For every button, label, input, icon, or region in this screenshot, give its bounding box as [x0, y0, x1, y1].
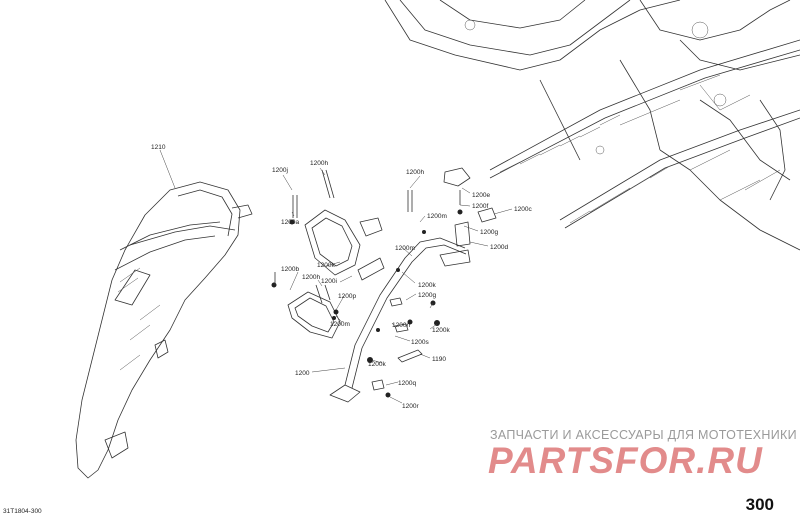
watermark-tagline: ЗАПЧАСТИ И АКСЕССУАРЫ ДЛЯ МОТОТЕХНИКИ — [490, 428, 797, 442]
watermark-logo: PARTSFOR.RU — [488, 440, 763, 481]
callout-1200s: 1200s — [411, 339, 429, 346]
callout-1200k-upper: 1200k — [317, 262, 335, 269]
callout-1200f: 1200f — [472, 203, 488, 210]
callout-1200k-lower: 1200k — [368, 361, 386, 368]
callout-1200b: 1200b — [281, 266, 299, 273]
callout-1200k-mid: 1200k — [432, 327, 450, 334]
callout-1200h-mid: 1200h — [302, 274, 320, 281]
callout-1200: 1200 — [295, 370, 310, 377]
callout-1210: 1210 — [151, 144, 166, 151]
callout-1190: 1190 — [432, 356, 446, 363]
callout-1200q: 1200q — [398, 380, 416, 387]
callout-1200i: 1200i — [321, 278, 337, 285]
callout-1200n: 1200n — [392, 322, 410, 329]
gun-rack-bracket — [271, 167, 513, 404]
callout-1200m-top: 1200m — [427, 213, 447, 220]
callout-1200a: 1200a — [281, 219, 299, 226]
callout-1200m-mid: 1200m — [395, 245, 415, 252]
callout-1200g-mid: 1200g — [418, 292, 436, 299]
callout-1200e: 1200e — [472, 192, 490, 199]
page-number: 300 — [745, 495, 774, 514]
callout-1200k-right: 1200k — [418, 282, 436, 289]
callout-1200h-right: 1200h — [406, 169, 424, 176]
callout-1200r: 1200r — [402, 403, 419, 410]
callout-1200j: 1200j — [272, 167, 288, 174]
callout-1200g-right: 1200g — [480, 229, 498, 236]
callout-1200h-top: 1200h — [310, 160, 328, 167]
callout-labels: 1210 1200j 1200h 1200a 1200b 1200h 1200k… — [151, 144, 532, 410]
document-code: 31T1804-300 — [3, 508, 42, 515]
rifle-case — [75, 149, 253, 479]
callout-1200p: 1200p — [338, 293, 356, 300]
callout-1200c: 1200c — [514, 206, 532, 213]
callout-1200m-left: 1200m — [330, 321, 350, 328]
callout-1200d: 1200d — [490, 244, 508, 251]
vehicle-frame — [384, 0, 800, 251]
